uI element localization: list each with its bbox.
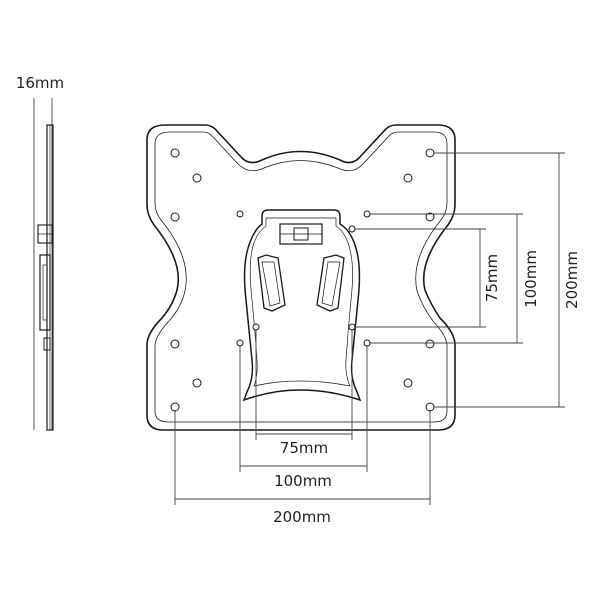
- hole-mid-left: [170, 212, 180, 222]
- hole-75-top-right: [348, 225, 356, 233]
- side-view: 16mm: [16, 74, 64, 431]
- hole-bottom-inner-left: [192, 378, 202, 388]
- horizontal-dimensions: 75mm 100mm 200mm: [174, 330, 431, 526]
- front-plate: [146, 124, 456, 431]
- hole-200-bottom-right: [425, 402, 435, 412]
- hole-75-bottom-right: [348, 323, 356, 331]
- hole-75-bottom-left: [252, 323, 260, 331]
- hole-lower-left: [170, 339, 180, 349]
- hole-mid-right: [425, 212, 435, 222]
- hole-200-bottom-left: [170, 402, 180, 412]
- label-75-vertical: 75mm: [483, 254, 501, 302]
- label-100-vertical: 100mm: [522, 250, 540, 308]
- hole-200-top-left: [170, 148, 180, 158]
- cutout-inner-line: [249, 217, 353, 387]
- plate-center-cutout: [242, 209, 362, 402]
- hole-100-bottom-left: [236, 339, 244, 347]
- side-bracket-inner: [42, 264, 48, 321]
- plate-inner-outline: [154, 131, 448, 423]
- label-100-horizontal: 100mm: [274, 472, 332, 490]
- label-200-horizontal: 200mm: [273, 508, 331, 526]
- side-thickness-label: 16mm: [16, 74, 64, 92]
- left-hook: [257, 254, 286, 312]
- right-hook: [316, 254, 345, 312]
- side-bottom-lip: [43, 337, 51, 351]
- hole-100-bottom-right: [363, 339, 371, 347]
- right-hook-inner: [321, 261, 341, 307]
- hole-upper-left: [192, 173, 202, 183]
- label-200-vertical: 200mm: [563, 251, 581, 309]
- left-hook-inner: [261, 261, 281, 307]
- hole-bottom-inner-right: [403, 378, 413, 388]
- hole-upper-right: [403, 173, 413, 183]
- side-bracket-block: [39, 254, 51, 331]
- hole-lower-right: [425, 339, 435, 349]
- label-75-horizontal: 75mm: [280, 439, 328, 457]
- plate-outer-outline: [146, 124, 456, 431]
- hole-small-top-right: [363, 210, 371, 218]
- hole-100-top-left: [236, 210, 244, 218]
- hole-200-top-right: [425, 148, 435, 158]
- vertical-dimensions: 75mm 100mm 200mm: [355, 152, 581, 408]
